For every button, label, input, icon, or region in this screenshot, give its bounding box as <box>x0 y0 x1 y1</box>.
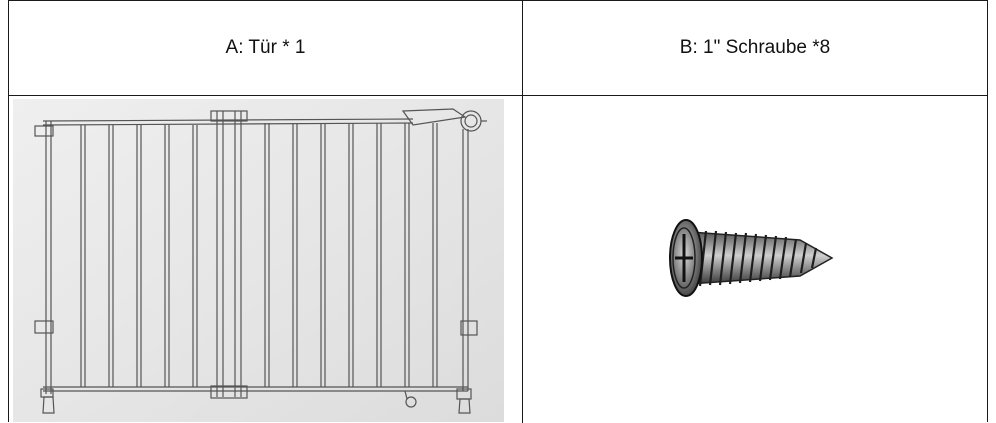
flat-head-screw-illustration <box>650 170 860 350</box>
column-divider <box>522 1 523 423</box>
baby-gate-door-illustration <box>13 99 504 422</box>
header-cell-part-a: A: Tür * 1 <box>9 1 522 95</box>
header-cell-part-b: B: 1" Schraube *8 <box>523 1 987 95</box>
table-header-row: A: Tür * 1 B: 1" Schraube *8 <box>9 1 987 96</box>
